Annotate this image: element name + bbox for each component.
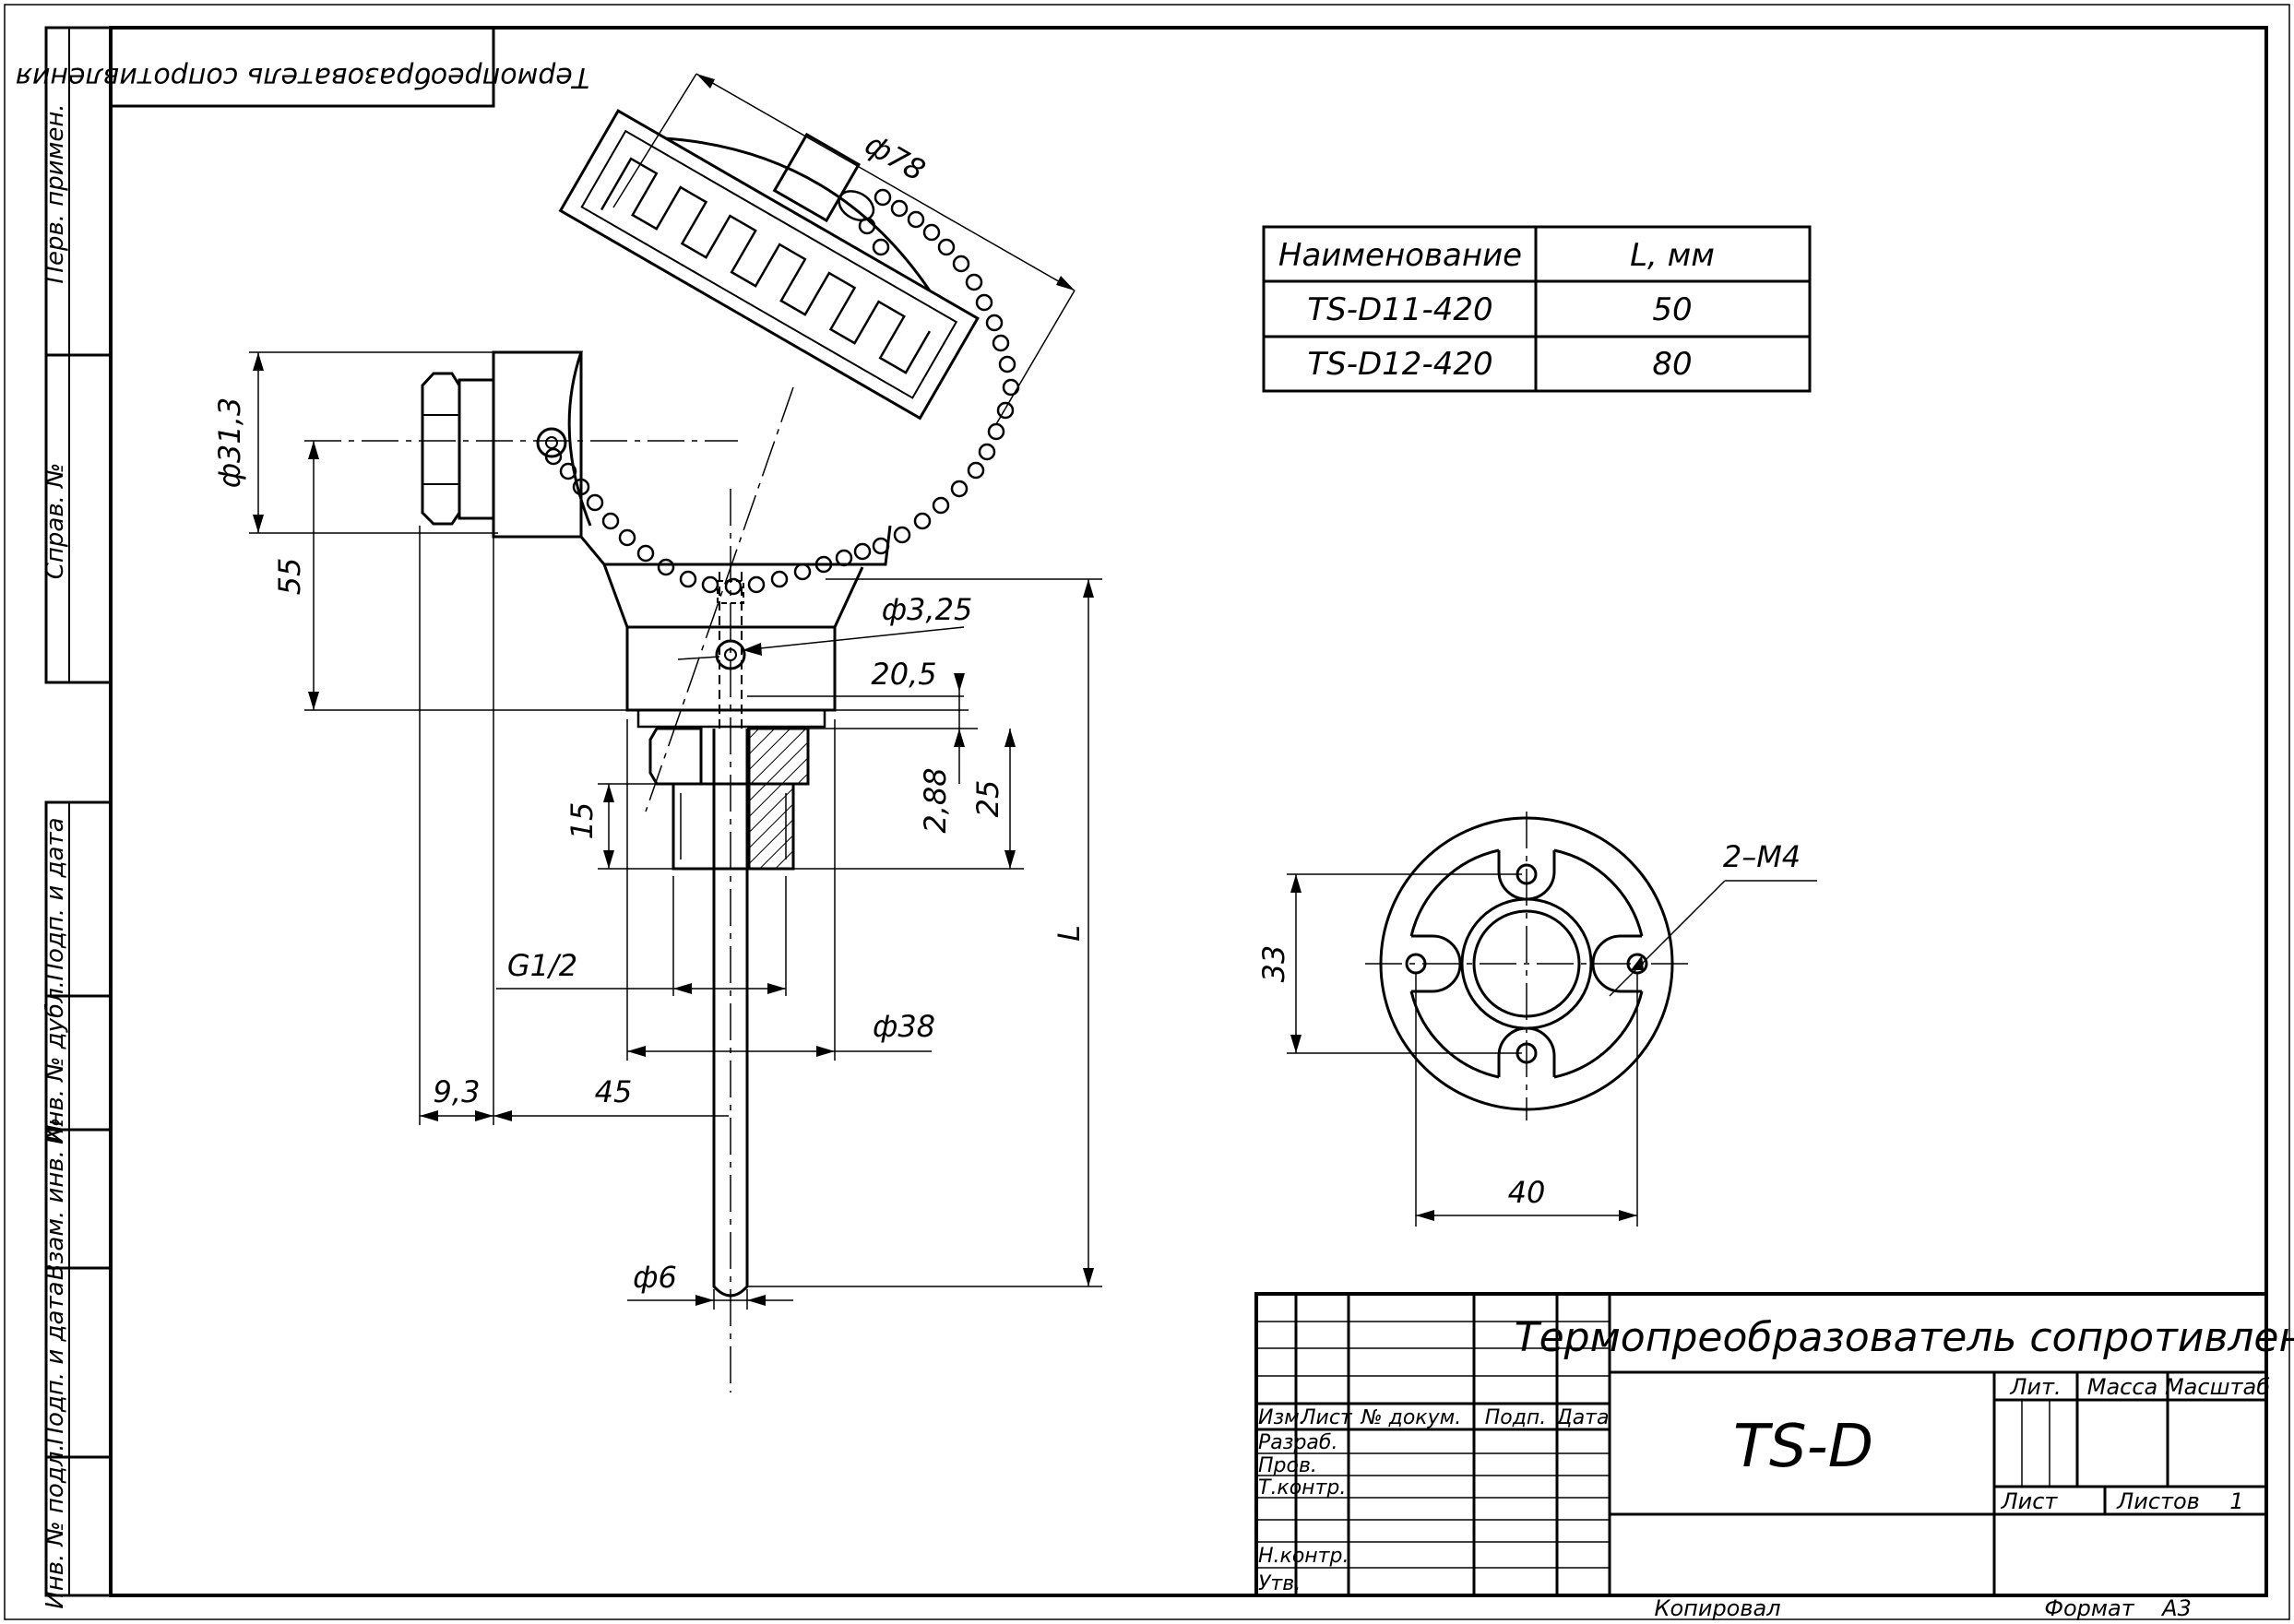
strip-inv-podl: Инв. № подл. (42, 1443, 69, 1608)
tb-utv: Утв. (1258, 1572, 1301, 1595)
dim-40: 40 (1508, 1175, 1546, 1210)
tb-tkontr: Т.контр. (1258, 1476, 1346, 1500)
tb-product-title: Термопреобразователь сопротивления (1515, 1314, 2294, 1361)
mirrored-title: Термопреобразователь сопротивления (16, 61, 589, 93)
footer-kopiroval: Копировал (1654, 1595, 1780, 1621)
dim-25: 25 (970, 780, 1005, 818)
tb-razrab: Разраб. (1258, 1431, 1337, 1454)
dim-L: L (1052, 925, 1087, 942)
table-row-1-name: TS-D11-420 (1307, 291, 1492, 328)
dim-d6: ф6 (633, 1260, 677, 1295)
dim-2-88: 2,88 (918, 767, 953, 833)
sheet-footer: Копировал Формат А3 (1654, 1595, 2191, 1621)
mirrored-title-box: Термопреобразователь сопротивления (16, 26, 589, 108)
dim-45: 45 (595, 1074, 633, 1109)
dimension-texts: ф78 ф31,3 55 ф3,25 20,5 2,88 25 15 G1/2 … (212, 126, 1087, 1295)
flange-top-view: 33 40 2–M4 (1256, 812, 1817, 1227)
tb-designation: TS-D (1733, 1413, 1873, 1481)
table-row-1-l: 50 (1652, 291, 1692, 328)
dim-d31-3: ф31,3 (212, 397, 247, 489)
tb-listov-value: 1 (2229, 1488, 2243, 1514)
centerlines (304, 386, 794, 1393)
tb-izm: Изм. (1258, 1406, 1306, 1429)
strip-inv-dubl: Инв. № дубл. (42, 980, 69, 1144)
fitting-and-probe (648, 572, 810, 1298)
footer-format-value: А3 (2160, 1595, 2192, 1621)
dim-2-m4: 2–M4 (1723, 839, 1801, 874)
table-header-l: L, мм (1630, 237, 1715, 274)
dim-d78: ф78 (860, 126, 932, 188)
strip-sprav-no: Справ. № (42, 463, 69, 579)
dimension-arrows (253, 74, 1094, 1306)
tb-lit: Лит. (2009, 1374, 2061, 1400)
table-row-2-l: 80 (1652, 346, 1692, 383)
title-block: Термопреобразователь сопротивления TS-D … (1254, 1292, 2294, 1597)
tb-podp: Подп. (1485, 1406, 1547, 1429)
dim-d3-25: ф3,25 (882, 592, 973, 627)
dim-g1-2: G1/2 (507, 948, 577, 983)
footer-format: Формат (2044, 1595, 2134, 1621)
dim-9-3: 9,3 (434, 1074, 481, 1109)
cap-chain (544, 188, 1020, 596)
tb-listov: Листов (2116, 1488, 2200, 1514)
tb-nkontr: Н.контр. (1258, 1545, 1349, 1568)
strip-podp-data-1: Подп. и дата (42, 817, 69, 980)
dim-55: 55 (272, 558, 307, 596)
left-strip: Перв. примен. Справ. № Подп. и дата Инв.… (42, 26, 113, 1609)
variant-table: Наименование L, мм TS-D11-420 50 TS-D12-… (1262, 225, 1812, 393)
tb-list-col: Лист (1300, 1406, 1353, 1429)
dim-d38: ф38 (873, 1009, 935, 1044)
outer-trim (4, 4, 2290, 1620)
table-header-name: Наименование (1278, 237, 1522, 274)
strip-perv-primen: Перв. примен. (42, 103, 69, 283)
tb-masshtab: Масштаб (2165, 1374, 2270, 1400)
dim-20-5: 20,5 (871, 657, 936, 692)
tb-massa: Масса (2087, 1374, 2158, 1400)
dim-33: 33 (1256, 945, 1291, 983)
tb-ndokum: № докум. (1361, 1406, 1461, 1429)
tb-data: Дата (1556, 1406, 1610, 1429)
table-row-2-name: TS-D12-420 (1307, 346, 1492, 383)
strip-podp-data-2: Подп. и дата (42, 1281, 69, 1444)
tb-list: Лист (2001, 1488, 2059, 1514)
dim-15: 15 (565, 802, 600, 840)
dimension-lines (249, 73, 1102, 1310)
tb-prov: Пров. (1258, 1454, 1317, 1477)
strip-vzam-inv: Взам. инв. № (42, 1118, 69, 1281)
